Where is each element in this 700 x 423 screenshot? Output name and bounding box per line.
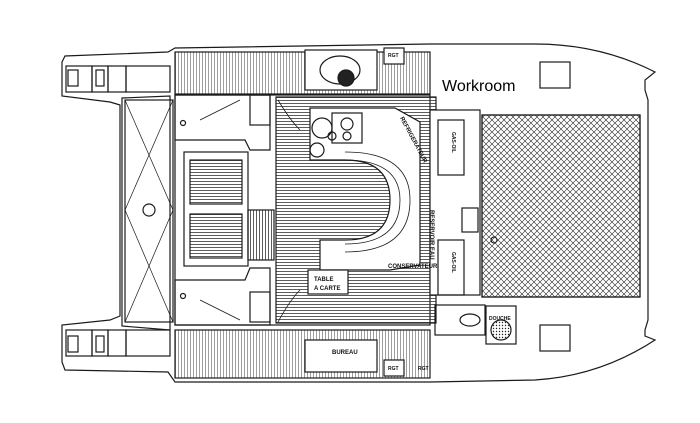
- rgt-bottom-left-label: RGT: [388, 366, 399, 372]
- gas-oil-top-label: GAS-OIL: [450, 132, 456, 153]
- bureau-label: BUREAU: [332, 350, 358, 356]
- reservoir-eau-label: RESERVOIR EAU: [428, 210, 434, 260]
- rgt-bottom-right-label: RGT: [418, 366, 429, 372]
- galley-counter: [309, 107, 421, 271]
- cockpit-outline: [121, 95, 171, 331]
- a-carte-label: A CARTE: [314, 286, 340, 292]
- aft-cockpit: [124, 99, 174, 323]
- hull-outline: [61, 43, 657, 383]
- conservateur-label: CONSERVATEUR: [388, 264, 438, 270]
- gas-oil-bottom-label: GAS-OIL: [450, 252, 456, 273]
- rgt-top-label: RGT: [388, 53, 399, 59]
- douche-label: DOUCHE: [489, 316, 511, 322]
- workroom-label: Workroom: [442, 78, 516, 95]
- chart-table: [307, 269, 349, 295]
- trampoline-net: [481, 114, 641, 298]
- sofa-bottom: [189, 213, 243, 259]
- sofa-top: [189, 159, 243, 205]
- table-label: TABLE: [314, 277, 334, 283]
- winch-icon: [142, 203, 156, 217]
